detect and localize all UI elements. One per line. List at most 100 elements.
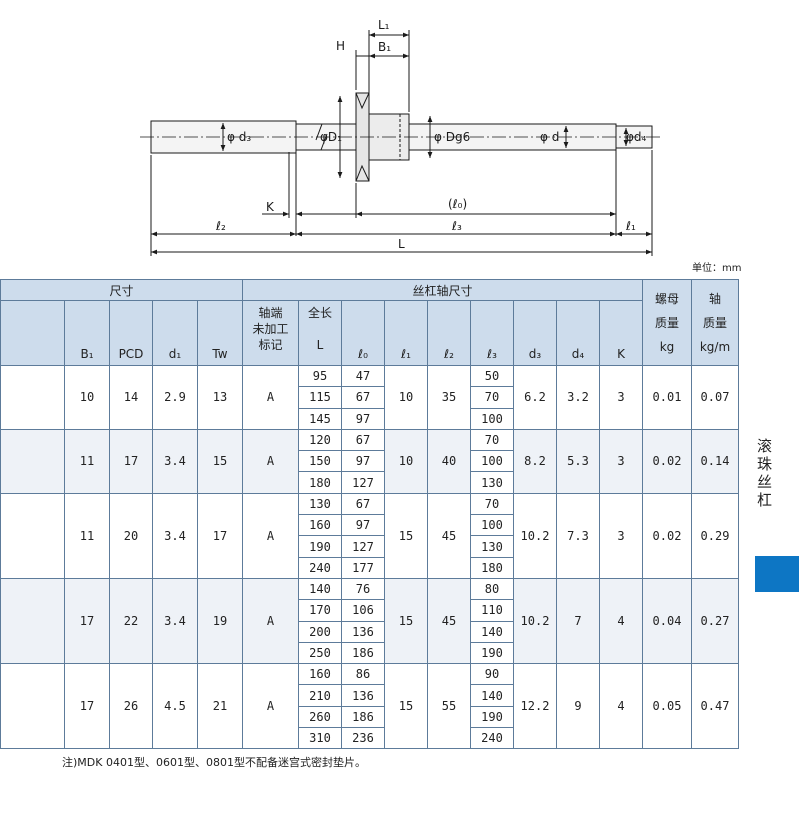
cell-l0: 136 bbox=[341, 684, 385, 707]
unit-label: 单位：mm bbox=[692, 263, 742, 274]
label-D1: φD₁ bbox=[320, 130, 342, 144]
cell-l3: 70 bbox=[470, 428, 514, 452]
cell-shaft-mass: 0.29 bbox=[691, 492, 739, 579]
cell-l0: 186 bbox=[341, 705, 385, 729]
cell-nut-mass: 0.04 bbox=[642, 577, 692, 665]
cell-K: 4 bbox=[599, 663, 643, 750]
cell-B1: 11 bbox=[64, 492, 110, 579]
cell-K: 3 bbox=[599, 428, 643, 494]
cell-PCD: 22 bbox=[109, 577, 153, 665]
cell-l0: 186 bbox=[341, 641, 385, 665]
cell-l1: 15 bbox=[384, 577, 428, 665]
cell-L: 130 bbox=[298, 492, 342, 516]
cell-l3: 110 bbox=[470, 599, 514, 622]
cell-shaft-end: A bbox=[242, 428, 299, 494]
header-K: K bbox=[599, 300, 643, 366]
cell-d1: 4.5 bbox=[152, 663, 198, 750]
cell-d4: 9 bbox=[556, 663, 600, 750]
cell-l0: 127 bbox=[341, 535, 385, 558]
cell-L: 250 bbox=[298, 641, 342, 665]
label-d4: φd₄ bbox=[626, 130, 647, 144]
cell-l3: 190 bbox=[470, 641, 514, 665]
cell-d3: 8.2 bbox=[513, 428, 557, 494]
cell-l3: 240 bbox=[470, 727, 514, 750]
header-l1: ℓ₁ bbox=[384, 300, 428, 366]
cell-l3: 80 bbox=[470, 577, 514, 601]
cell-d1: 3.4 bbox=[152, 428, 198, 494]
cell-l3: 50 bbox=[470, 364, 514, 388]
cell-d3: 12.2 bbox=[513, 663, 557, 750]
cell-blank bbox=[0, 492, 65, 579]
cell-l0: 236 bbox=[341, 727, 385, 750]
cell-B1: 17 bbox=[64, 577, 110, 665]
cell-l3: 70 bbox=[470, 386, 514, 409]
cell-PCD: 20 bbox=[109, 492, 153, 579]
header-size-group: 尺寸 bbox=[0, 279, 243, 301]
cell-PCD: 14 bbox=[109, 365, 153, 430]
cell-L: 240 bbox=[298, 556, 342, 579]
cell-l2: 45 bbox=[427, 577, 471, 665]
cell-B1: 11 bbox=[64, 428, 110, 494]
header-blank bbox=[0, 300, 65, 366]
cell-nut-mass: 0.02 bbox=[642, 428, 692, 494]
cell-l0: 136 bbox=[341, 620, 385, 643]
cell-l0: 127 bbox=[341, 471, 385, 494]
cell-L: 180 bbox=[298, 471, 342, 494]
header-Tw: Tw bbox=[197, 300, 243, 366]
cell-l3: 100 bbox=[470, 450, 514, 473]
cell-L: 115 bbox=[298, 386, 342, 409]
label-L: L bbox=[398, 237, 405, 251]
cell-blank bbox=[0, 577, 65, 665]
cell-L: 200 bbox=[298, 620, 342, 643]
cell-L: 160 bbox=[298, 663, 342, 686]
cell-l0: 47 bbox=[341, 364, 385, 388]
cell-L: 120 bbox=[298, 428, 342, 452]
cell-nut-mass: 0.01 bbox=[642, 365, 692, 430]
cell-l3: 140 bbox=[470, 684, 514, 707]
cell-PCD: 26 bbox=[109, 663, 153, 750]
header-d3: d₃ bbox=[513, 300, 557, 366]
cell-blank bbox=[0, 365, 65, 430]
cell-d1: 3.4 bbox=[152, 577, 198, 665]
header-l2: ℓ₂ bbox=[427, 300, 471, 366]
cell-Tw: 21 bbox=[197, 663, 243, 750]
cell-K: 3 bbox=[599, 492, 643, 579]
cell-PCD: 17 bbox=[109, 428, 153, 494]
cell-blank bbox=[0, 428, 65, 494]
cell-l3: 100 bbox=[470, 407, 514, 430]
cell-l0: 106 bbox=[341, 599, 385, 622]
cell-L: 190 bbox=[298, 535, 342, 558]
header-l0: ℓ₀ bbox=[341, 300, 385, 366]
cell-l2: 40 bbox=[427, 428, 471, 494]
cell-l0: 67 bbox=[341, 428, 385, 452]
label-l0: (ℓ₀) bbox=[448, 197, 467, 211]
cell-l0: 177 bbox=[341, 556, 385, 579]
cell-Tw: 17 bbox=[197, 492, 243, 579]
cell-d4: 7.3 bbox=[556, 492, 600, 579]
cell-d3: 10.2 bbox=[513, 492, 557, 579]
cell-L: 210 bbox=[298, 684, 342, 707]
cell-L: 150 bbox=[298, 450, 342, 473]
cell-l1: 10 bbox=[384, 365, 428, 430]
label-K: K bbox=[266, 200, 275, 214]
cell-shaft-mass: 0.14 bbox=[691, 428, 739, 494]
cell-d1: 3.4 bbox=[152, 492, 198, 579]
cell-l1: 10 bbox=[384, 428, 428, 494]
label-d3: φ d₃ bbox=[227, 130, 251, 144]
cell-l3: 180 bbox=[470, 556, 514, 579]
cell-d3: 10.2 bbox=[513, 577, 557, 665]
cell-l3: 130 bbox=[470, 471, 514, 494]
